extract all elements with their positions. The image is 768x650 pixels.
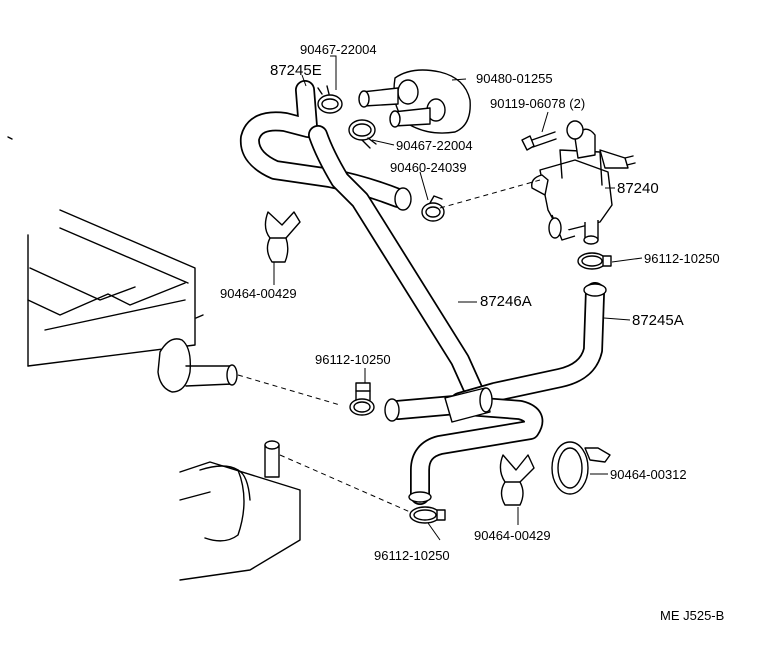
part-labels: 90467-22004 87245E 90480-01255 90119-060…	[220, 42, 724, 623]
label-90119-06078: 90119-06078 (2)	[490, 96, 585, 111]
clamp-90467-mid	[348, 119, 377, 149]
clamp-96112-mid	[349, 382, 375, 416]
label-87245A: 87245A	[632, 312, 684, 329]
hose-87245A	[450, 282, 607, 412]
label-90464-00312: 90464-00312	[610, 467, 687, 482]
pipe-junction-sleeve	[444, 387, 493, 423]
clip-90464-left	[264, 211, 301, 263]
leader-lines	[273, 55, 643, 541]
label-90467-22004-top: 90467-22004	[300, 42, 377, 57]
label-96112-10250-mid: 96112-10250	[315, 352, 391, 367]
label-90467-22004-mid: 90467-22004	[396, 138, 473, 153]
clip-90464-bottom	[499, 454, 535, 506]
pipe-87246A	[308, 125, 488, 410]
label-96112-10250-bottom: 96112-10250	[374, 548, 450, 563]
lower-water-pipe	[179, 440, 301, 581]
label-90464-00429-left: 90464-00429	[220, 286, 297, 301]
bolt	[521, 131, 557, 151]
grommet	[358, 69, 471, 134]
assembly-guide-lines	[237, 179, 541, 513]
clamp-96112-right	[577, 252, 612, 270]
engine-water-outlet	[157, 338, 238, 393]
label-90464-00429-bottom: 90464-00429	[474, 528, 551, 543]
label-87246A: 87246A	[480, 293, 532, 310]
clamp-96112-bottom	[409, 506, 446, 524]
label-87240: 87240	[617, 180, 659, 197]
band-clip-90464-00312	[551, 441, 611, 495]
drawing-code: ME J525-B	[660, 608, 724, 623]
engine-block	[7, 136, 204, 367]
label-96112-10250-right: 96112-10250	[644, 251, 720, 266]
hose-87245E	[239, 80, 412, 211]
label-87245E: 87245E	[270, 62, 322, 79]
heater-water-valve	[531, 120, 636, 245]
clamp-90467-top	[317, 85, 343, 114]
label-90460-24039: 90460-24039	[390, 160, 467, 175]
lower-hose	[384, 395, 544, 505]
clamp-90460	[421, 195, 445, 222]
label-90480-01255: 90480-01255	[476, 71, 553, 86]
